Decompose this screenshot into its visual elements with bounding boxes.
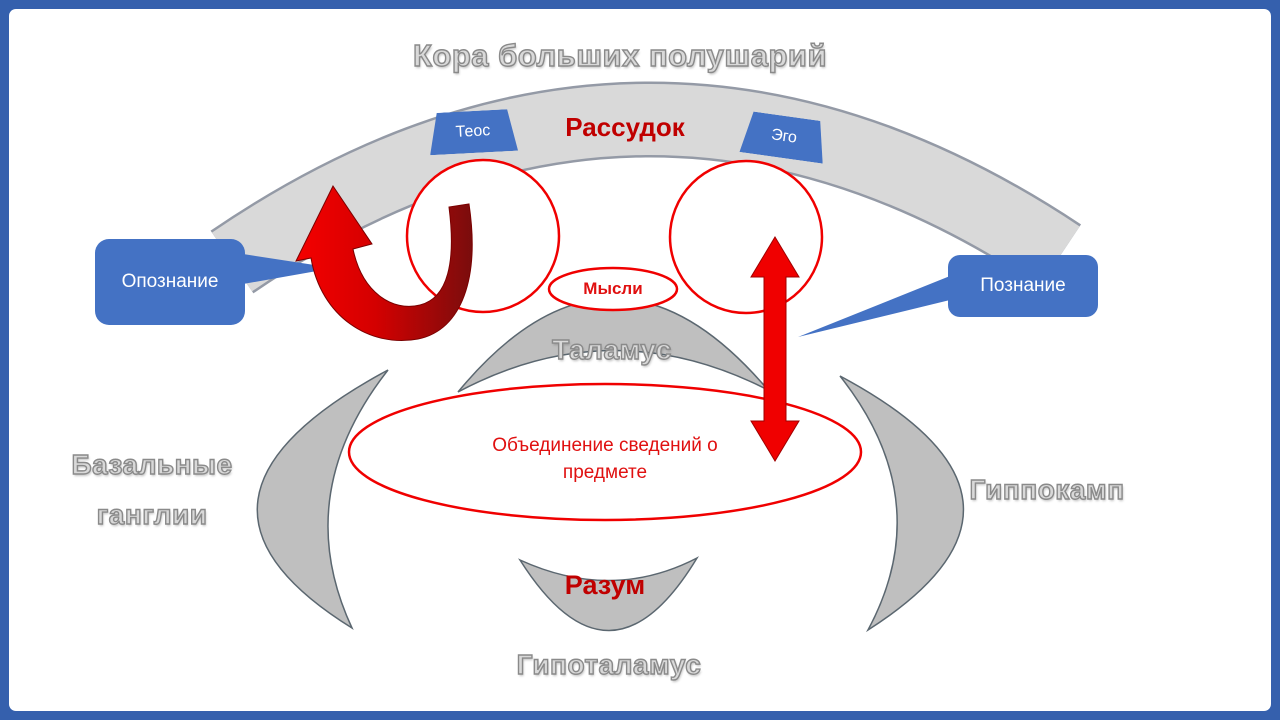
- basal-ganglia-label: Базальные ганглии: [52, 440, 252, 540]
- hippocampus-crescent: [839, 375, 965, 633]
- theos-label: Теос: [455, 122, 491, 141]
- cortex-arc-shape: [211, 84, 1080, 292]
- curved-up-arrow: [295, 185, 473, 341]
- recognition-callout-tail: [243, 254, 334, 284]
- integration-line-1: Объединение сведений о: [492, 435, 718, 456]
- thoughts-ellipse: [547, 266, 679, 312]
- recognition-label: Опознание: [121, 271, 219, 292]
- outlined-circle-left: [405, 158, 561, 314]
- thalamus-label: Таламус: [551, 333, 672, 365]
- hypothalamus-label: Гипоталамус: [516, 648, 702, 680]
- cognition-label: Познание: [980, 275, 1066, 296]
- integration-ellipse: [347, 382, 863, 522]
- cognition-callout-tail: [798, 276, 950, 337]
- page-title: Кора больших полушарий: [412, 37, 827, 73]
- hypothalamus-crescent: [518, 556, 700, 632]
- outlined-circle-right: [668, 159, 824, 315]
- integration-line-2: предмете: [562, 462, 648, 483]
- ego-label: Эго: [770, 126, 799, 147]
- thoughts-label: Мысли: [583, 279, 643, 298]
- basal-ganglia-line-2: ганглии: [96, 498, 208, 530]
- hippocampus-label: Гиппокамп: [969, 473, 1125, 505]
- basal-ganglia-crescent: [256, 369, 389, 630]
- double-headed-arrow: [750, 236, 800, 462]
- basal-ganglia-line-1: Базальные: [71, 448, 233, 480]
- theos-shape: Теос: [428, 109, 518, 156]
- integration-label: Объединение сведений о предмете: [405, 432, 805, 486]
- reason-label: Рассудок: [565, 112, 685, 142]
- recognition-callout: [95, 239, 245, 325]
- cognition-callout: [948, 255, 1098, 317]
- mind-label: Разум: [564, 570, 646, 600]
